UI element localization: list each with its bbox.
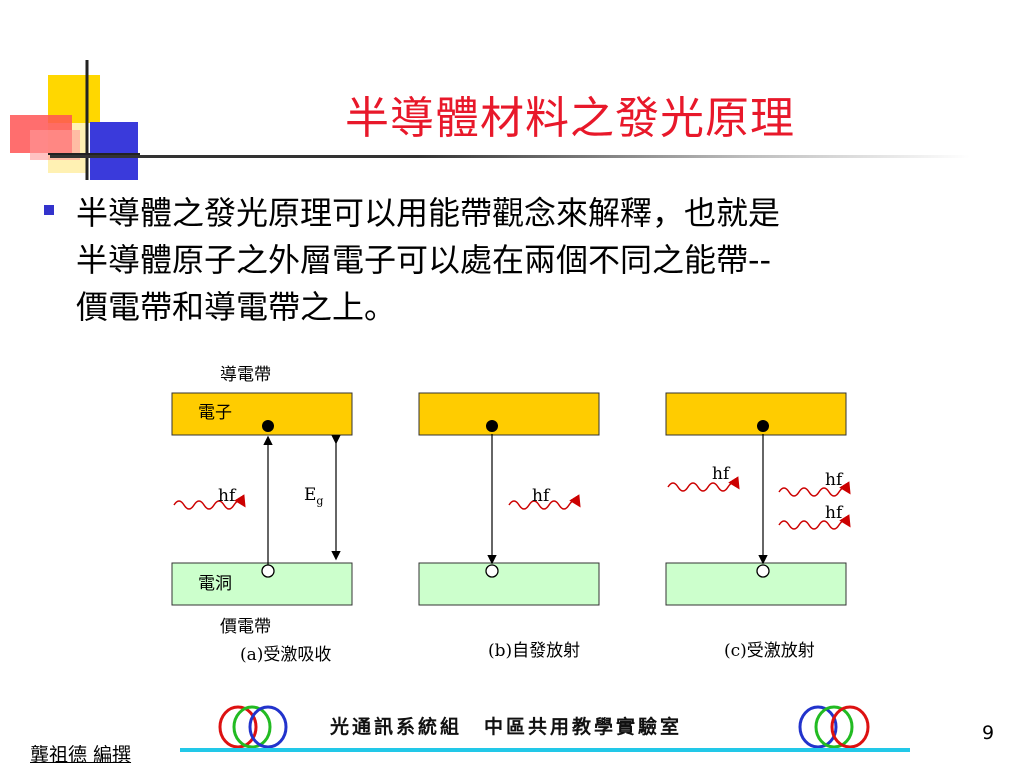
- photon-wave-c-out2: [778, 514, 851, 530]
- footer-rings-left: [218, 705, 288, 749]
- caption-a: (a)受激吸收: [240, 645, 332, 665]
- electron-b: [486, 420, 498, 432]
- hole-a: [261, 564, 275, 578]
- caption-b: (b)自發放射: [488, 641, 581, 661]
- electron-label: 電子: [198, 403, 232, 423]
- photon-wave-c-out1: [778, 481, 851, 497]
- bullet-marker: [44, 205, 54, 215]
- photon-wave-c-in: [667, 476, 740, 492]
- energy-gap-subscript: g: [316, 494, 324, 508]
- photon-label-c-in: hf: [712, 464, 730, 484]
- caption-c: (c)受激放射: [724, 641, 815, 661]
- energy-band-diagram: [171, 392, 851, 606]
- photon-wave-b: [508, 494, 581, 510]
- page-number: 9: [982, 722, 995, 744]
- photon-label-c-out2: hf: [825, 503, 843, 523]
- photon-label-c-out1: hf: [825, 470, 843, 490]
- footer-divider: [180, 748, 910, 752]
- footer-rings-right: [798, 705, 870, 749]
- slide-title: 半導體材料之發光原理: [345, 93, 795, 144]
- electron-c: [757, 420, 769, 432]
- energy-gap-symbol: E: [304, 485, 317, 505]
- conduction-band-c: [665, 392, 847, 436]
- conduction-band-a: [171, 392, 353, 436]
- photon-label-a: hf: [218, 486, 236, 506]
- bullet-line-3: 價電帶和導電帶之上。: [76, 288, 397, 326]
- hole-label: 電洞: [198, 574, 232, 594]
- footer-author: 龔祖德 編撰: [30, 744, 132, 766]
- footer-lab-name: 光通訊系統組 中區共用教學實驗室: [330, 716, 683, 738]
- energy-gap-label: Eg: [304, 485, 323, 507]
- photon-label-b: hf: [532, 486, 550, 506]
- title-divider: [50, 155, 970, 158]
- hole-b: [485, 564, 499, 578]
- valence-band-label: 價電帶: [220, 617, 271, 637]
- bullet-text: 半導體之發光原理可以用能帶觀念來解釋，也就是 半導體原子之外層電子可以處在兩個不…: [76, 190, 976, 331]
- conduction-band-label: 導電帶: [220, 365, 271, 385]
- valence-band-b: [418, 562, 600, 606]
- bullet-line-2: 半導體原子之外層電子可以處在兩個不同之能帶--: [76, 241, 772, 279]
- valence-band-c: [665, 562, 847, 606]
- photon-wave-a: [173, 494, 246, 510]
- bullet-line-1: 半導體之發光原理可以用能帶觀念來解釋，也就是: [76, 194, 781, 232]
- hole-c: [756, 564, 770, 578]
- electron-a: [262, 420, 274, 432]
- conduction-band-b: [418, 392, 600, 436]
